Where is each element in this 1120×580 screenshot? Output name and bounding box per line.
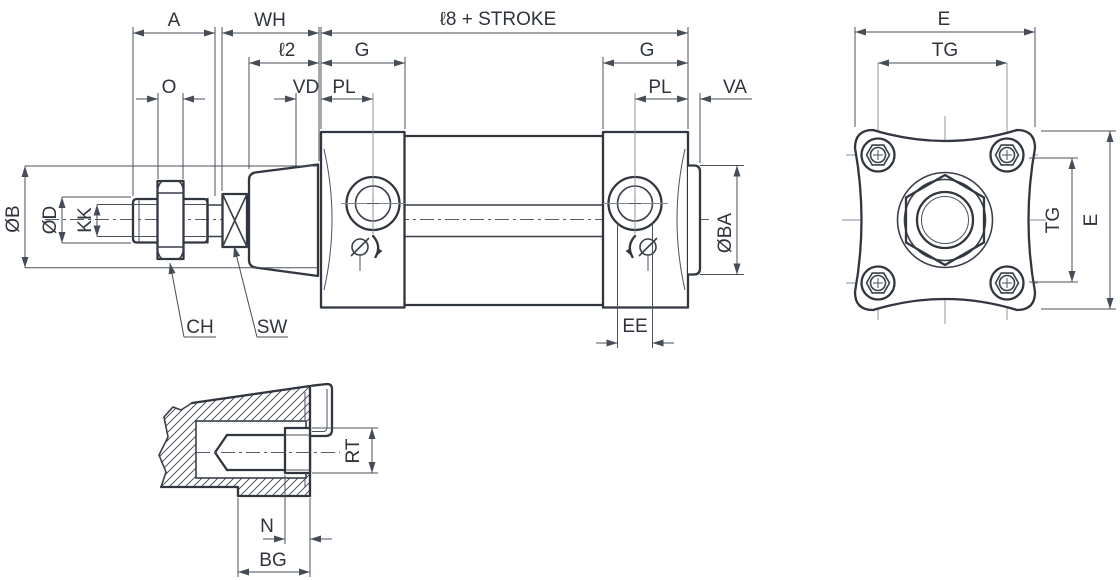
dim-label-e-top: E: [938, 9, 951, 30]
hatched-body: [159, 386, 310, 496]
dim-label-rt: RT: [343, 438, 364, 463]
rear-boss: [686, 164, 702, 276]
front-cushion-screw: [350, 234, 383, 271]
dim-label-tg-top: TG: [932, 40, 958, 61]
rod-neck: [206, 204, 224, 238]
piston-rod-thread: [131, 197, 209, 244]
bolt-bottom-left: [860, 265, 896, 301]
rear-cushion-screw: [625, 234, 658, 271]
end-view: E TG TG E: [842, 9, 1116, 324]
bolt-top-right: [989, 137, 1025, 173]
center-bore: [896, 171, 994, 269]
rod-nut: [156, 179, 185, 261]
leader-ch: [168, 262, 216, 338]
threaded-hole: [213, 426, 312, 475]
dimension-rt: [312, 427, 378, 474]
dim-label-ch: CH: [186, 317, 213, 338]
dim-label-ee: EE: [622, 316, 647, 337]
wrench-flats: [221, 192, 249, 249]
dim-label-l2: ℓ2: [279, 40, 296, 61]
thread-detail-section: RT N BG: [158, 382, 378, 577]
dimension-oba: [700, 165, 744, 275]
end-view-dimensions: [854, 27, 1116, 310]
dim-label-g-right: G: [640, 40, 655, 61]
main-side-view: A WH ℓ8 + STROKE ℓ2 G G O VD PL PL VA ØB…: [3, 9, 752, 348]
leader-sw: [233, 245, 288, 338]
dimension-n-bg: [237, 475, 332, 577]
dim-label-dia-d: ØD: [40, 206, 61, 235]
tube-wall-hook: [310, 382, 334, 438]
dim-label-kk: KK: [75, 207, 96, 233]
dim-label-a: A: [168, 10, 181, 31]
cylinder-tube: [403, 134, 605, 307]
dim-label-pl-right: PL: [648, 77, 671, 98]
dim-label-dia-ba: ØBA: [715, 213, 736, 253]
dim-label-e-side: E: [1081, 214, 1102, 227]
dim-label-l8-stroke: ℓ8 + STROKE: [440, 9, 557, 30]
dim-label-dia-b: ØB: [3, 205, 24, 232]
flange-outline: [853, 128, 1037, 312]
dimension-lines-left: [21, 165, 318, 269]
dimension-ee: [596, 223, 674, 348]
dim-label-tg-side: TG: [1043, 207, 1064, 233]
dim-label-wh: WH: [254, 10, 286, 31]
front-bell: [247, 163, 320, 278]
dim-label-pl-left: PL: [332, 77, 355, 98]
dimension-lines-top: [132, 27, 752, 234]
rod-nut-hex: [904, 173, 986, 267]
dim-label-n: N: [260, 516, 274, 537]
dim-label-vd: VD: [293, 77, 319, 98]
rear-end-cap: [601, 130, 690, 309]
dim-label-g-left: G: [355, 40, 370, 61]
dim-label-o: O: [162, 77, 177, 98]
front-end-cap: [319, 130, 406, 309]
tie-rod-bolts: [860, 137, 1025, 301]
bolt-top-left: [860, 137, 896, 173]
dim-label-bg: BG: [259, 550, 286, 571]
dim-label-va: VA: [723, 77, 747, 98]
bolt-bottom-right: [989, 265, 1025, 301]
dim-label-sw: SW: [257, 317, 288, 338]
